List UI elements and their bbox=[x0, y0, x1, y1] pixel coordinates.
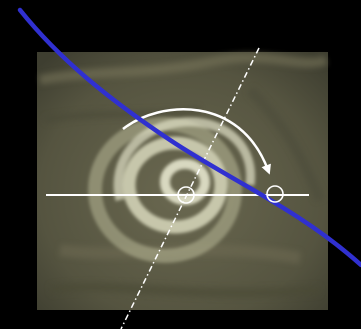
specimen-photo bbox=[37, 52, 328, 310]
